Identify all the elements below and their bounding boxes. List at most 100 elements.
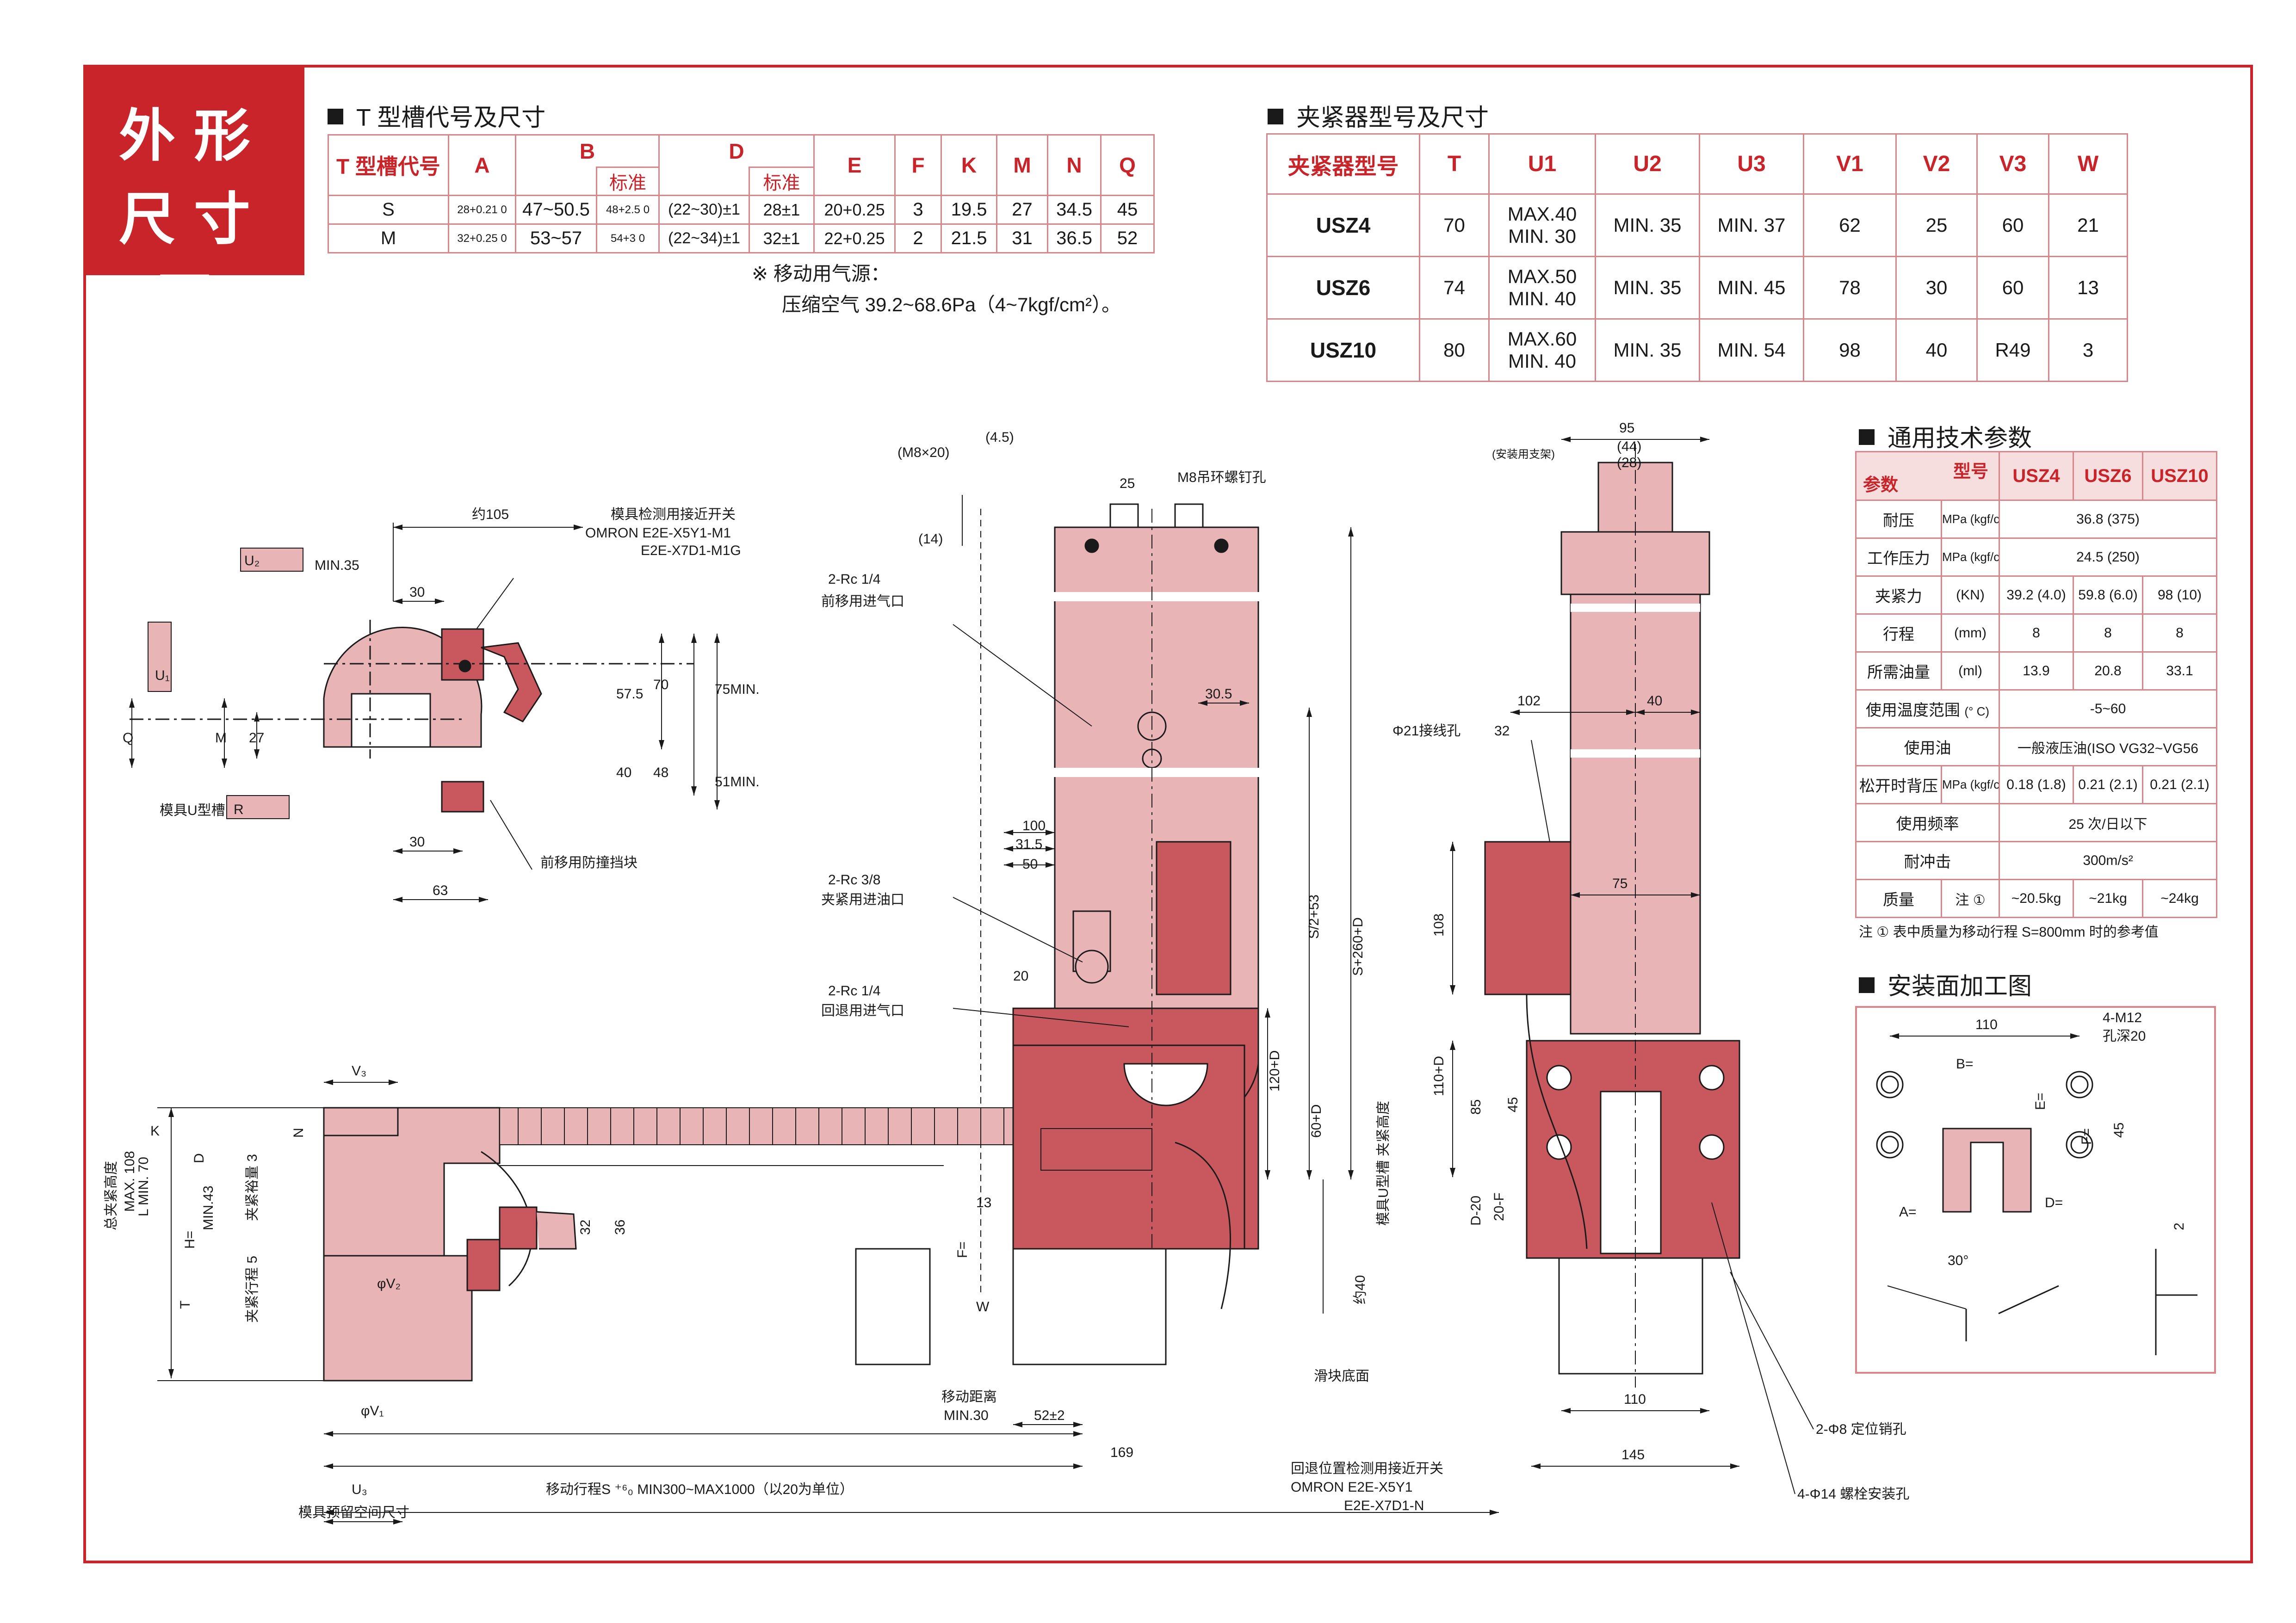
label-min35: MIN.35 bbox=[315, 558, 359, 573]
bullet-square-icon bbox=[1859, 977, 1875, 994]
label-31-5: 31.5 bbox=[1015, 837, 1042, 852]
label-clamp-oil: 夹紧用进油口 bbox=[821, 892, 904, 907]
clamp-cell-u1-max: MAX.60 bbox=[1507, 328, 1577, 350]
clamp-row-model: USZ4 bbox=[1266, 193, 1420, 257]
label-omron2a: OMRON E2E-X5Y1 bbox=[1291, 1480, 1412, 1495]
label-reserve: 模具预留空间尺寸 bbox=[298, 1505, 409, 1520]
label-rc14a: 2-Rc 1/4 bbox=[828, 572, 880, 587]
mount-heading-text: 安装面加工图 bbox=[1888, 973, 2032, 1000]
tech-corner: 型号 参数 bbox=[1855, 451, 2000, 501]
slot-col-d: D bbox=[658, 134, 815, 167]
tech-unit: MPa (kgf/cm²) bbox=[1941, 500, 2000, 539]
clamp-cell-w: 21 bbox=[2048, 193, 2128, 257]
label-169: 169 bbox=[1110, 1445, 1133, 1460]
clamp-cell-t: 70 bbox=[1419, 193, 1490, 257]
tech-value: 98 (10) bbox=[2142, 575, 2217, 615]
slot-cell-k: 19.5 bbox=[941, 195, 998, 225]
label-60d: 60+D bbox=[1309, 1104, 1324, 1138]
label-75: 75 bbox=[1612, 876, 1628, 891]
blank-cell bbox=[658, 167, 749, 196]
clamp-cell-v3: 60 bbox=[1976, 193, 2049, 257]
tech-label: 使用油 bbox=[1855, 727, 2000, 766]
label-v2: φV₂ bbox=[377, 1276, 401, 1291]
tech-value: 59.8 (6.0) bbox=[2073, 575, 2143, 615]
clamp-cell-v2: 30 bbox=[1895, 256, 1978, 320]
label-slide-bottom: 滑块底面 bbox=[1314, 1369, 1369, 1384]
slot-col-code: T 型槽代号 bbox=[328, 134, 449, 196]
label-145: 145 bbox=[1621, 1447, 1645, 1463]
slot-row-code: S bbox=[328, 195, 449, 225]
label-30-5: 30.5 bbox=[1205, 686, 1232, 702]
slot-cell-q: 52 bbox=[1100, 223, 1155, 253]
label-57-5: 57.5 bbox=[616, 686, 643, 702]
slot-col-k: K bbox=[941, 134, 998, 196]
tech-corner-bottom: 参数 bbox=[1863, 475, 1899, 495]
label-move-dist: 移动距离 bbox=[941, 1389, 997, 1405]
tech-value: 8 bbox=[2073, 613, 2143, 653]
bullet-square-icon bbox=[1859, 429, 1875, 445]
label-mold-slot: 模具U型槽 bbox=[160, 803, 225, 818]
label-32b: 32 bbox=[1494, 723, 1510, 739]
tech-label: 行程 bbox=[1855, 613, 1942, 653]
title-line-1: 外形 bbox=[119, 102, 269, 169]
label-20a: 20 bbox=[1013, 969, 1028, 984]
clamp-cell-u1-min: MIN. 40 bbox=[1508, 288, 1577, 309]
clamp-col-v3: V3 bbox=[1976, 133, 2049, 195]
tech-unit: 注 ① bbox=[1941, 879, 2000, 918]
clamp-table: 夹紧器型号 T U1 U2 U3 V1 V2 V3 W USZ4 70 MAX.… bbox=[1266, 133, 2128, 382]
slot-cell-d: (22~34)±1 bbox=[658, 223, 750, 253]
clamp-col-v2: V2 bbox=[1895, 133, 1978, 195]
label-h: H= bbox=[182, 1231, 198, 1249]
tech-value: ~20.5kg bbox=[1999, 879, 2074, 918]
slot-col-q: Q bbox=[1100, 134, 1155, 196]
clamp-cell-v3: 60 bbox=[1976, 256, 2049, 320]
label-v3: V₃ bbox=[352, 1063, 366, 1079]
label-100: 100 bbox=[1022, 818, 1046, 833]
clamp-col-t: T bbox=[1419, 133, 1490, 195]
label-f: F= bbox=[955, 1241, 970, 1258]
slot-col-b: B bbox=[514, 134, 660, 167]
tech-table-heading-text: 通用技术参数 bbox=[1888, 425, 2032, 452]
label-u1: U₁ bbox=[155, 668, 170, 683]
label-48: 48 bbox=[653, 765, 668, 780]
clamp-col-u3: U3 bbox=[1699, 133, 1804, 195]
label-44: (44) bbox=[1617, 439, 1641, 454]
tech-unit: (mm) bbox=[1941, 613, 2000, 653]
clamp-col-u2: U2 bbox=[1595, 133, 1700, 195]
label-wire-hole: Φ21接线孔 bbox=[1392, 723, 1461, 739]
page-frame bbox=[83, 65, 2253, 1563]
tech-value: 0.21 (2.1) bbox=[2073, 765, 2143, 804]
slot-cell-f: 2 bbox=[894, 223, 942, 253]
clamp-row-model: USZ10 bbox=[1266, 318, 1420, 382]
mount-label-b: B= bbox=[1956, 1056, 1974, 1072]
label-min70: L MIN. 70 bbox=[136, 1157, 151, 1216]
tech-label: 所需油量 bbox=[1855, 651, 1942, 691]
tech-value: -5~60 bbox=[1999, 689, 2217, 728]
tech-value: 33.1 bbox=[2142, 651, 2217, 691]
slot-row-code: M bbox=[328, 223, 449, 253]
slot-cell-n: 34.5 bbox=[1047, 195, 1102, 225]
label-sensor-title: 模具检测用接近开关 bbox=[611, 507, 736, 522]
tech-value: 13.9 bbox=[1999, 651, 2074, 691]
tech-unit: (° C) bbox=[1964, 704, 1990, 718]
label-min43: MIN.43 bbox=[201, 1185, 216, 1230]
label-eyebolt: M8吊环螺钉孔 bbox=[1177, 470, 1266, 485]
tech-corner-top: 型号 bbox=[1953, 462, 1988, 481]
clamp-row-model: USZ6 bbox=[1266, 256, 1420, 320]
tech-value: 一般液压油(ISO VG32~VG56 bbox=[1999, 727, 2217, 766]
tech-unit: (KN) bbox=[1941, 575, 2000, 615]
slot-cell-k: 21.5 bbox=[941, 223, 998, 253]
label-40b: 40 bbox=[1647, 693, 1662, 709]
label-m: M bbox=[215, 730, 227, 746]
slot-cell-a: 32+0.25 0 bbox=[448, 223, 516, 253]
tech-table-heading: 通用技术参数 bbox=[1859, 419, 2032, 453]
slot-cell-d-std: 28±1 bbox=[749, 195, 815, 225]
tech-value: 0.21 (2.1) bbox=[2142, 765, 2217, 804]
label-110: 110 bbox=[1624, 1392, 1646, 1407]
tech-value: 8 bbox=[2142, 613, 2217, 653]
label-25: 25 bbox=[1120, 476, 1135, 491]
